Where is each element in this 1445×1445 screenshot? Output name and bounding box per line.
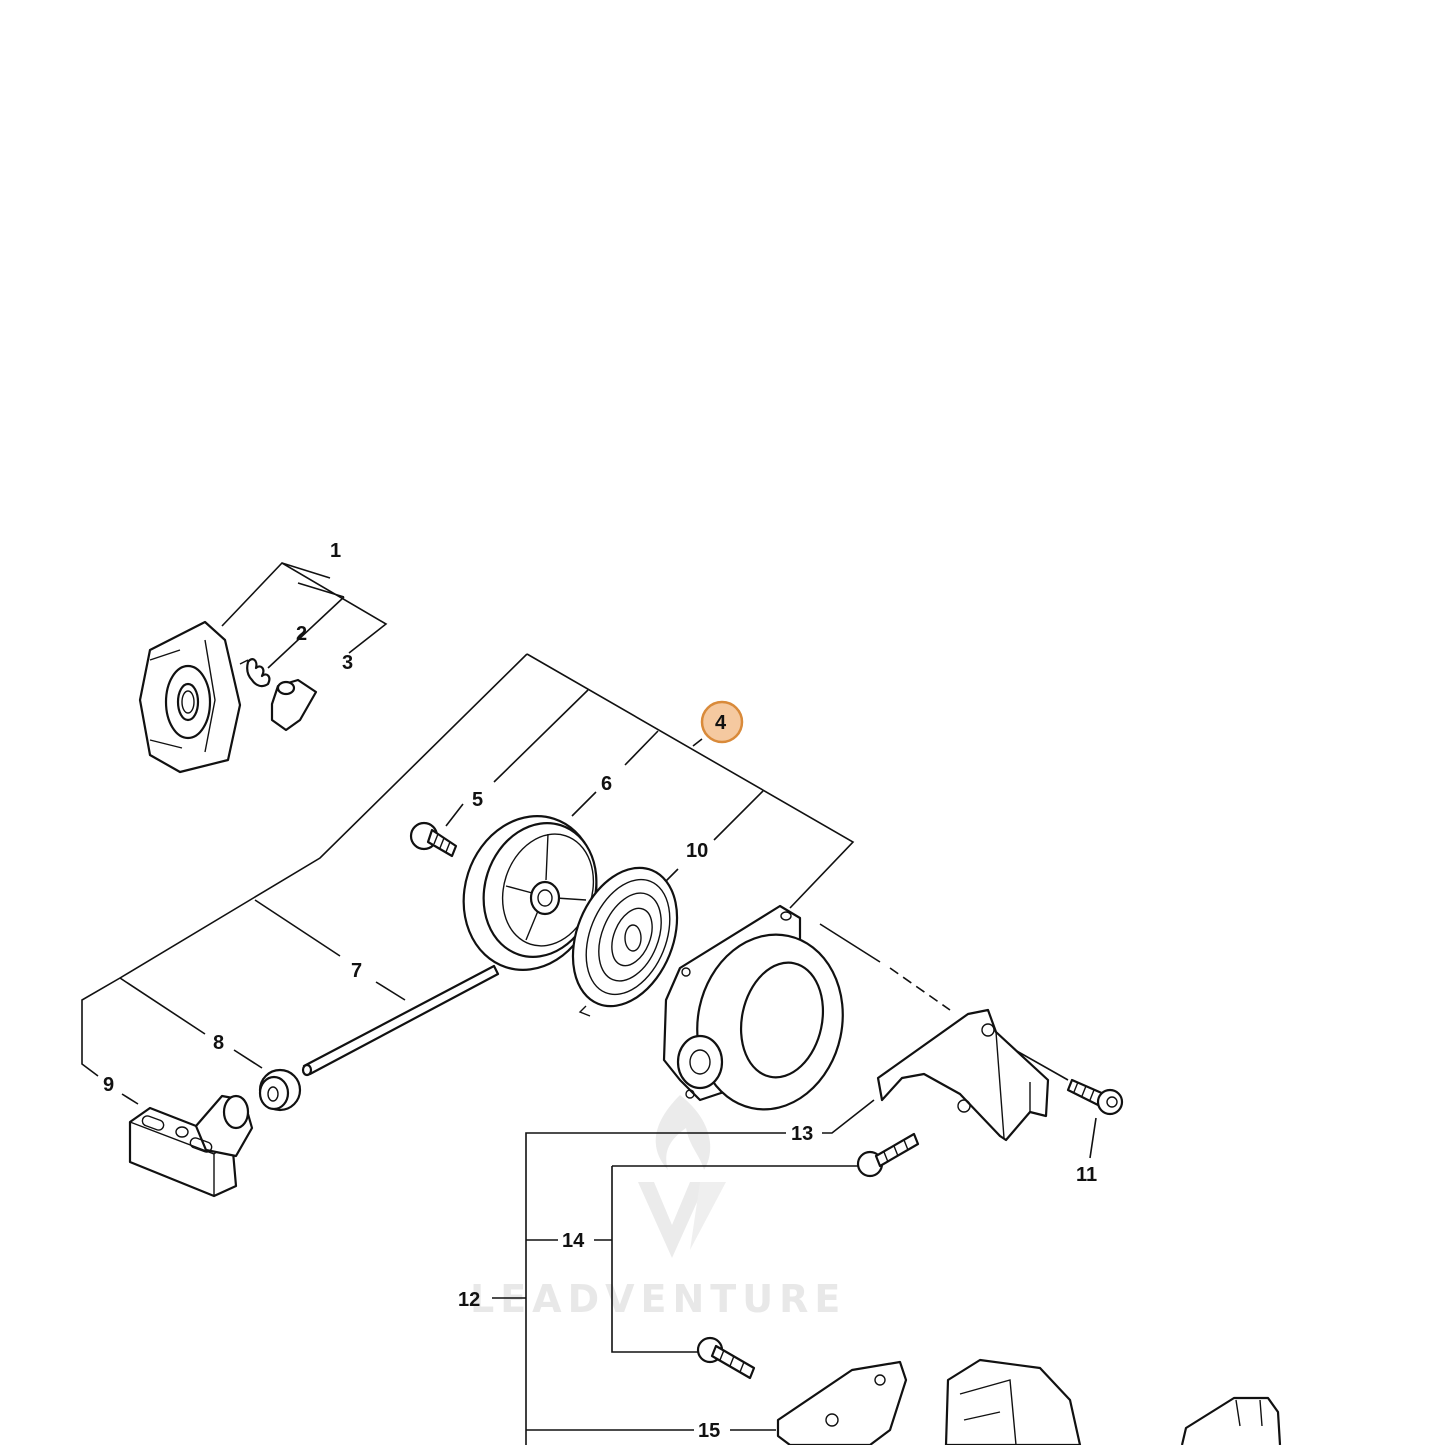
screw-part-11 xyxy=(1066,1078,1124,1116)
small-spring-part xyxy=(239,658,271,688)
callout-15[interactable]: 15 xyxy=(698,1420,720,1442)
flame-v-logo-icon xyxy=(638,1095,726,1258)
callout-8[interactable]: 8 xyxy=(213,1032,224,1054)
watermark-text: LEADVENTURE xyxy=(470,1277,846,1321)
pawl-carrier-part xyxy=(138,620,242,774)
callout-1[interactable]: 1 xyxy=(330,540,341,562)
clamp-part xyxy=(1180,1396,1282,1445)
rewind-spring-part xyxy=(571,866,679,1017)
callout-12[interactable]: 12 xyxy=(458,1289,480,1311)
callout-4[interactable]: 4 xyxy=(715,712,727,734)
callout-2[interactable]: 2 xyxy=(296,623,307,645)
callout-4-highlight[interactable]: 4 xyxy=(700,700,744,744)
pawl-part xyxy=(270,678,318,732)
starter-housing-part xyxy=(662,904,844,1111)
callout-labels: 1 2 3 4 5 6 7 8 9 10 11 12 13 14 15 xyxy=(103,540,1097,1442)
leader-lines xyxy=(81,561,1097,1445)
screw-part-14b xyxy=(696,1336,756,1380)
housing-bracket-part xyxy=(876,1008,1050,1142)
part-drawings xyxy=(128,620,1282,1445)
callout-14[interactable]: 14 xyxy=(562,1230,585,1252)
starter-handle-part xyxy=(128,1094,254,1198)
callout-13[interactable]: 13 xyxy=(791,1123,813,1145)
rope-rotor-part xyxy=(462,815,598,971)
screw-part-14a xyxy=(856,1132,920,1178)
screw-part-5 xyxy=(409,821,458,858)
callout-3[interactable]: 3 xyxy=(342,652,353,674)
callout-5[interactable]: 5 xyxy=(472,789,483,811)
starter-rope-part xyxy=(301,964,500,1077)
callout-10[interactable]: 10 xyxy=(686,840,708,862)
mount-part xyxy=(944,1358,1082,1445)
callout-6[interactable]: 6 xyxy=(601,773,612,795)
callout-7[interactable]: 7 xyxy=(351,960,362,982)
grommet-part xyxy=(258,1068,302,1112)
bracket-part-15 xyxy=(776,1360,908,1445)
callout-11[interactable]: 11 xyxy=(1076,1164,1097,1186)
watermark: LEADVENTURE xyxy=(470,1095,846,1321)
callout-9[interactable]: 9 xyxy=(103,1074,114,1096)
